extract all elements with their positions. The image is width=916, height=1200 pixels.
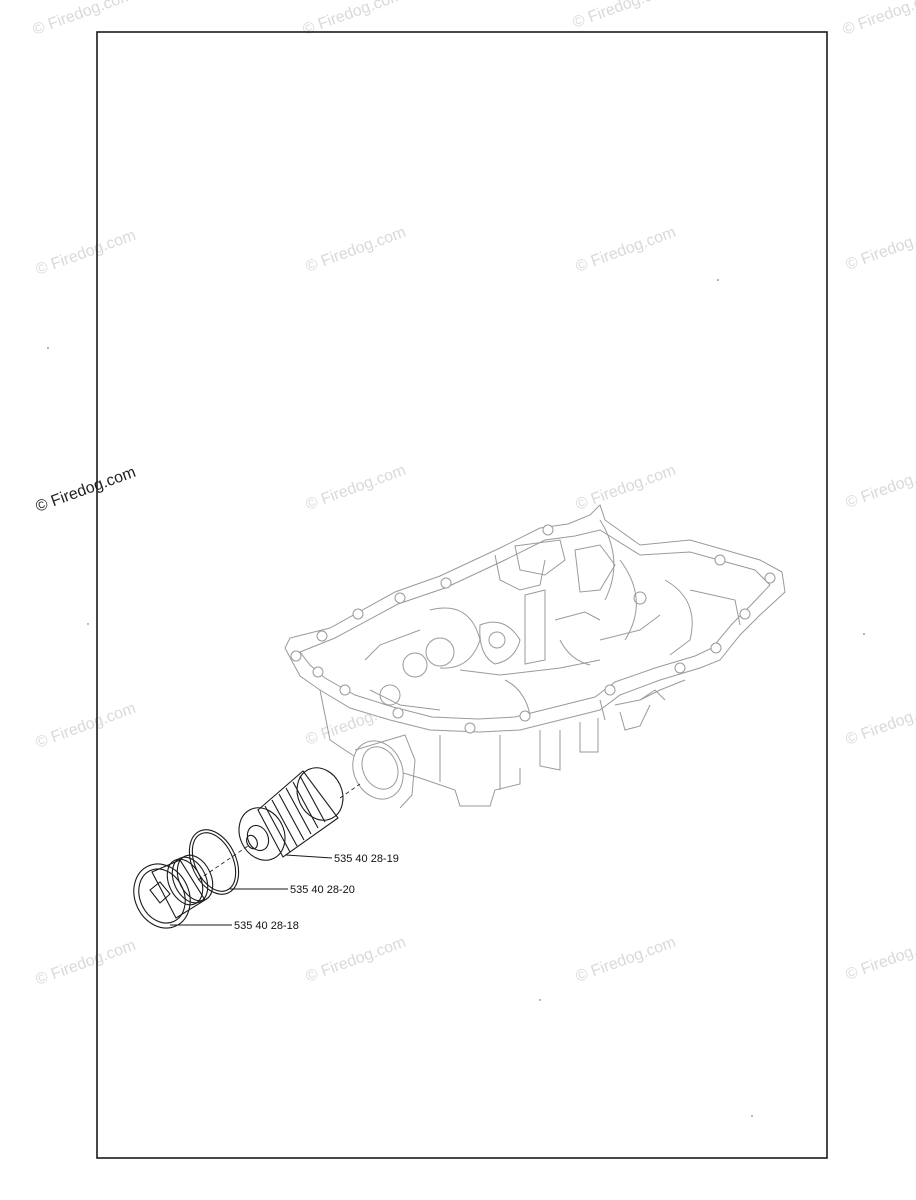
part-number-filter: 535 40 28-19 bbox=[334, 853, 399, 865]
watermark: © Firedog.com bbox=[34, 227, 139, 279]
watermark: © Firedog.com bbox=[34, 937, 139, 989]
watermark: © Firedog.com bbox=[844, 697, 916, 749]
watermark: © Firedog.com bbox=[574, 462, 679, 514]
watermark: © Firedog.com bbox=[571, 0, 676, 32]
watermark: © Firedog.com bbox=[841, 0, 916, 39]
part-number-o-ring: 535 40 28-20 bbox=[290, 884, 355, 896]
watermark: © Firedog.com bbox=[31, 0, 136, 39]
watermark-dark: © Firedog.com bbox=[34, 464, 139, 516]
scan-specks bbox=[47, 279, 865, 1117]
filter-bore bbox=[352, 740, 404, 800]
watermark: © Firedog.com bbox=[34, 700, 139, 752]
watermark: © Firedog.com bbox=[844, 222, 916, 274]
callouts: 535 40 28-19 535 40 28-20 535 40 28-18 bbox=[170, 853, 399, 932]
watermark: © Firedog.com bbox=[304, 934, 409, 986]
watermark: © Firedog.com bbox=[844, 460, 916, 512]
part-number-plug: 535 40 28-18 bbox=[234, 920, 299, 932]
watermark: © Firedog.com bbox=[574, 934, 679, 986]
oil-filter bbox=[197, 767, 361, 881]
page-frame bbox=[96, 31, 828, 1159]
watermark: © Firedog.com bbox=[301, 0, 406, 39]
bolt-holes bbox=[290, 524, 776, 734]
o-ring bbox=[188, 829, 240, 895]
drain-plug bbox=[133, 854, 214, 929]
watermark: © Firedog.com bbox=[304, 224, 409, 276]
watermark: © Firedog.com bbox=[574, 224, 679, 276]
crankcase-drawing bbox=[284, 504, 786, 809]
watermark: © Firedog.com bbox=[304, 462, 409, 514]
watermark-layer: © Firedog.com © Firedog.com © Firedog.co… bbox=[31, 0, 916, 989]
watermark: © Firedog.com bbox=[844, 932, 916, 984]
